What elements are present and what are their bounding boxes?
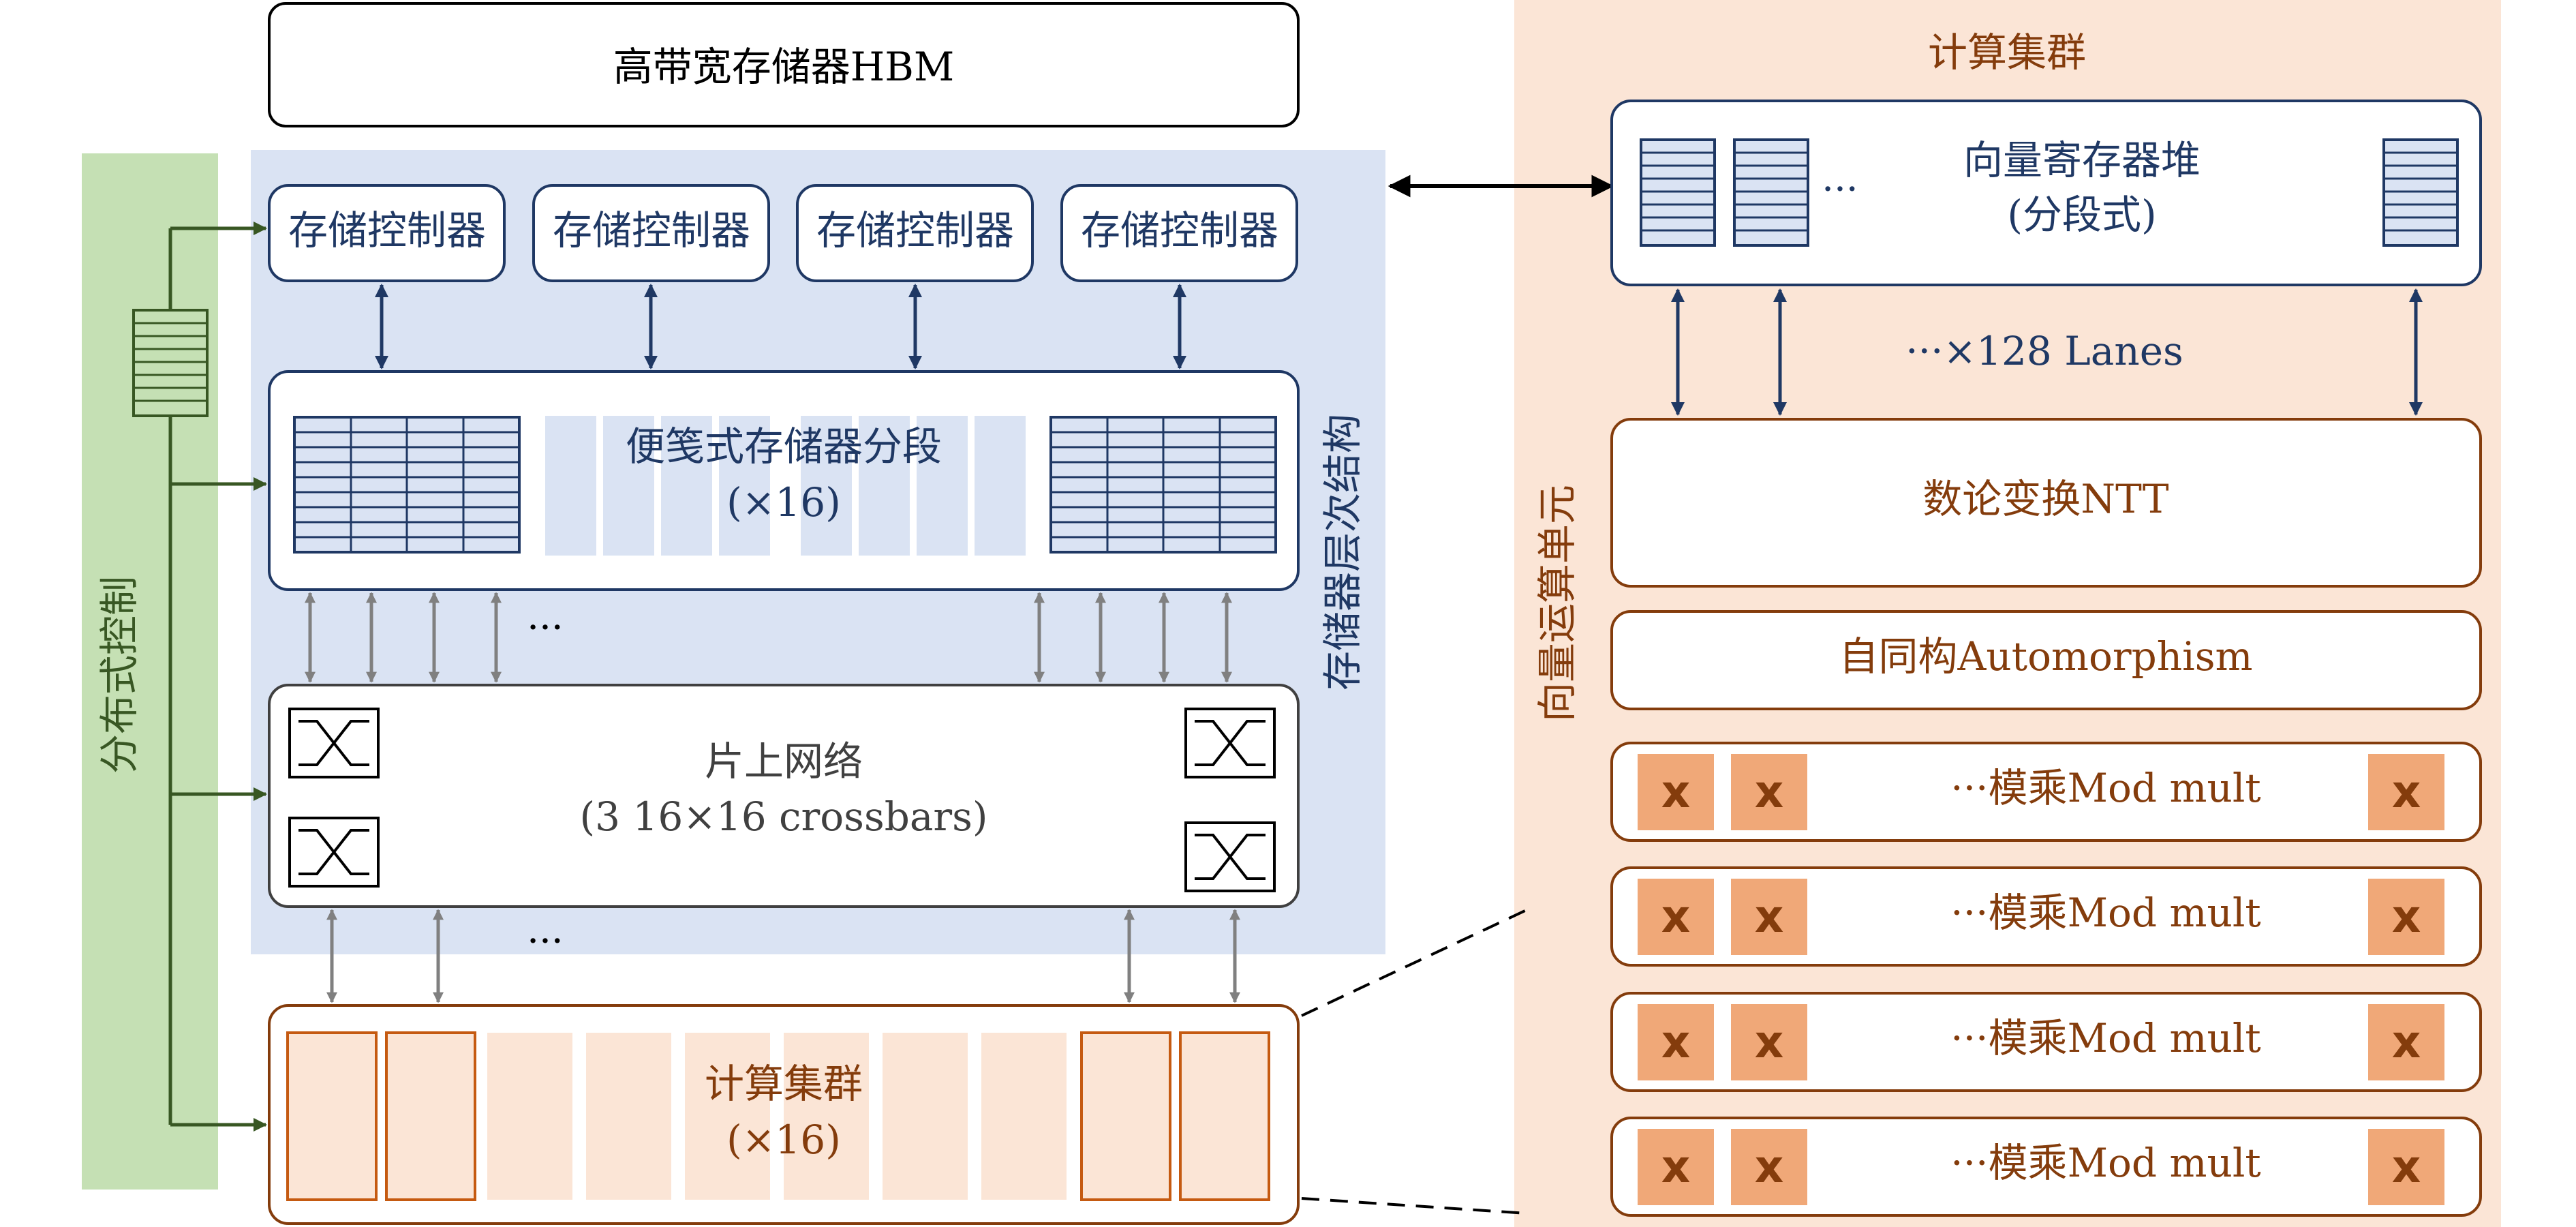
multiplier-symbol: x xyxy=(1661,1016,1691,1068)
ntt-label: 数论变换NTT xyxy=(1922,476,2169,522)
multiplier-symbol: x xyxy=(1661,766,1691,818)
modmult-row: x x x ···模乘Mod mult xyxy=(1610,1117,2482,1217)
modmult-label: ···模乘Mod mult xyxy=(1950,1140,2260,1186)
compute-clusters-count: (×16) xyxy=(726,1117,841,1163)
multiplier-symbol: x xyxy=(1661,890,1691,943)
multiplier-symbol: x xyxy=(2392,766,2421,818)
crossbar-icon xyxy=(288,817,380,888)
vrf-lane-arrows xyxy=(1671,288,2423,416)
multiplier-cell xyxy=(2368,1129,2444,1205)
cluster-detail-title: 计算集群 xyxy=(1928,29,2086,76)
noc-box xyxy=(268,684,1300,908)
multiplier-cell xyxy=(1638,1004,1714,1080)
control-queue-lines xyxy=(134,322,207,402)
cluster-units xyxy=(286,1031,1270,1201)
scratchpad-bank-left xyxy=(293,416,521,554)
memory-controller-2-label: 存储控制器 xyxy=(553,207,750,254)
multiplier-symbol: x xyxy=(1755,1140,1784,1193)
ntt-box xyxy=(1610,418,2482,588)
memory-controller-1-label: 存储控制器 xyxy=(288,207,486,254)
register-bank-icon xyxy=(1640,138,1716,247)
multiplier-cell xyxy=(1638,1129,1714,1205)
multiplier-symbol: x xyxy=(1755,766,1784,818)
register-bank-icon xyxy=(2382,138,2459,247)
multiplier-cell xyxy=(1731,879,1807,955)
memory-hierarchy-label: 存储器层次结构 xyxy=(1319,414,1366,691)
upper-ellipsis: ··· xyxy=(527,606,563,650)
noc-detail: (3 16×16 crossbars) xyxy=(579,793,987,840)
crossbar-icon xyxy=(1184,708,1276,778)
register-bank-icon xyxy=(1733,138,1809,247)
cluster-faded-units xyxy=(487,1033,1067,1200)
multiplier-cell xyxy=(1638,754,1714,830)
vector-register-file-box xyxy=(1610,100,2482,286)
register-bank-icons xyxy=(1640,138,2459,247)
multiplier-cell xyxy=(2368,879,2444,955)
multiplier-cell xyxy=(2368,754,2444,830)
scratchpad-faded-banks xyxy=(545,416,1026,556)
lower-ellipsis: ··· xyxy=(527,920,563,964)
scratchpad-noc-arrows xyxy=(304,592,1233,683)
lanes-label: ···×128 Lanes xyxy=(1905,328,2183,374)
crossbar-icon xyxy=(288,708,380,778)
noc-cluster-arrows xyxy=(326,909,1241,1003)
modmult-label: ···模乘Mod mult xyxy=(1950,1015,2260,1061)
compute-clusters-label: 计算集群 xyxy=(705,1061,863,1107)
scratchpad-box xyxy=(268,370,1300,591)
multiplier-symbol: x xyxy=(1661,1140,1691,1193)
modmult-label: ···模乘Mod mult xyxy=(1950,765,2260,811)
memory-controller-4-label: 存储控制器 xyxy=(1081,207,1278,254)
multiplier-cell xyxy=(1638,879,1714,955)
scratchpad-bank-right xyxy=(1049,416,1277,554)
automorphism-label: 自同构Automorphism xyxy=(1839,633,2253,680)
multiplier-symbol: x xyxy=(1755,890,1784,943)
multiplier-symbol: x xyxy=(2392,890,2421,943)
hbm-box xyxy=(268,2,1300,127)
scratchpad-count: (×16) xyxy=(726,479,841,526)
multiplier-symbol: x xyxy=(2392,1140,2421,1193)
control-arrows xyxy=(170,222,267,1132)
zoom-lines xyxy=(1301,909,1527,1215)
crossbar-icon xyxy=(1184,821,1276,892)
modmult-label: ···模乘Mod mult xyxy=(1950,890,2260,936)
memory-controller-3-label: 存储控制器 xyxy=(816,207,1014,254)
vector-register-file-label: 向量寄存器堆 xyxy=(1963,137,2201,183)
crossbar-icons xyxy=(288,708,1276,892)
hbm-label: 高带宽存储器HBM xyxy=(613,44,955,90)
distributed-control-label: 分布式控制 xyxy=(96,576,142,774)
modmult-row: x x x ···模乘Mod mult xyxy=(1610,866,2482,967)
vector-register-file-segmented: (分段式) xyxy=(2007,192,2156,238)
multiplier-symbol: x xyxy=(2392,1016,2421,1068)
memory-controller-4 xyxy=(1060,184,1298,282)
multiplier-cell xyxy=(1731,1129,1807,1205)
multiplier-cell xyxy=(1731,754,1807,830)
modmult-row: x x x ···模乘Mod mult xyxy=(1610,992,2482,1092)
register-ellipsis: ··· xyxy=(1822,168,1858,212)
vector-unit-label: 向量运算单元 xyxy=(1534,485,1580,722)
scratchpad-label: 便笺式存储器分段 xyxy=(626,423,942,470)
multiplier-cell xyxy=(1731,1004,1807,1080)
noc-label: 片上网络 xyxy=(705,738,863,785)
multiplier-cell xyxy=(2368,1004,2444,1080)
automorphism-box xyxy=(1610,610,2482,710)
memory-controller-2 xyxy=(532,184,770,282)
memory-controllers: 存储控制器 存储控制器 存储控制器 存储控制器 xyxy=(268,184,1298,282)
memory-controller-1 xyxy=(268,184,506,282)
memory-controller-3 xyxy=(796,184,1034,282)
multiplier-symbol: x xyxy=(1755,1016,1784,1068)
controller-scratchpad-arrows xyxy=(375,284,1186,369)
modmult-row: x x x ···模乘Mod mult xyxy=(1610,742,2482,842)
